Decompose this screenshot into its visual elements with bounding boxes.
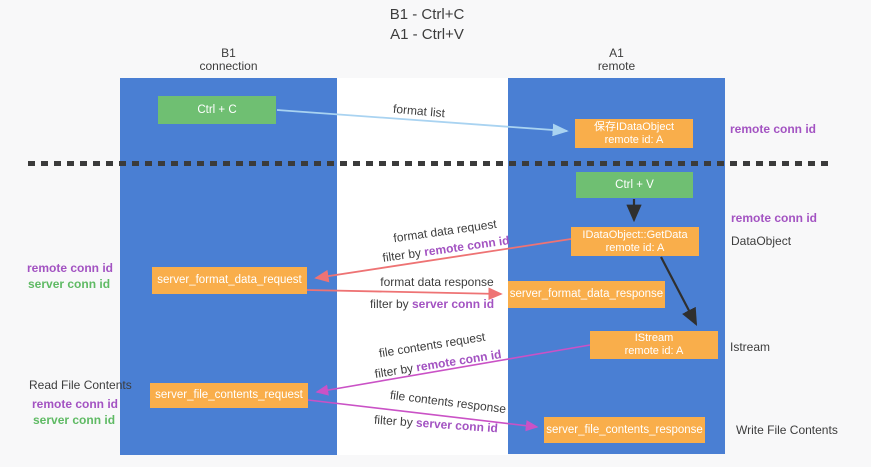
left-remote-conn-id-label: remote conn id bbox=[27, 261, 114, 275]
ctrl-v-label: Ctrl + V bbox=[615, 178, 654, 191]
read-file-contents-label: Read File Contents bbox=[29, 378, 132, 392]
right-remote-conn-id-label-top: remote conn id bbox=[730, 122, 817, 136]
filter-by-server-conn-id-label-1: filter by server conn id bbox=[370, 297, 494, 311]
server-file-contents-request-box: server_file_contents_request bbox=[150, 383, 308, 408]
getdata-line2: remote id: A bbox=[605, 241, 665, 254]
server-format-data-response-box: server_format_data_response bbox=[508, 281, 665, 308]
server-format-data-request-box: server_format_data_request bbox=[152, 267, 307, 294]
server-conn-id-highlight: server conn id bbox=[411, 297, 495, 311]
column-header-b1: B1 connection bbox=[120, 47, 337, 73]
istream-label: Istream bbox=[730, 340, 771, 354]
ctrl-v-box: Ctrl + V bbox=[576, 172, 693, 198]
ctrl-c-label: Ctrl + C bbox=[197, 103, 237, 116]
save-idataobject-box: 保存IDataObject remote id: A bbox=[575, 119, 693, 148]
column-header-a1: A1 remote bbox=[508, 47, 725, 73]
ctrl-c-box: Ctrl + C bbox=[158, 96, 276, 124]
istream-box: IStream remote id: A bbox=[590, 331, 718, 359]
save-idataobject-line2: remote id: A bbox=[604, 133, 664, 146]
column-a1-role: remote bbox=[597, 59, 636, 73]
diagram-title: B1 - Ctrl+C A1 - Ctrl+V bbox=[327, 5, 527, 45]
column-a1-name: A1 bbox=[609, 46, 624, 60]
column-b1-role: connection bbox=[199, 59, 258, 73]
left-remote-conn-id-label-2: remote conn id bbox=[32, 397, 119, 411]
filter-by-text: filter by bbox=[373, 412, 417, 430]
left-server-conn-id-label: server conn id bbox=[28, 277, 111, 291]
dashed-divider bbox=[28, 161, 831, 166]
server-file-contents-response-label: server_file_contents_response bbox=[546, 423, 703, 436]
server-format-data-request-label: server_format_data_request bbox=[157, 274, 302, 286]
server-format-data-response-label: server_format_data_response bbox=[509, 288, 664, 300]
server-file-contents-request-label: server_file_contents_request bbox=[155, 389, 303, 401]
write-file-contents-label: Write File Contents bbox=[736, 423, 838, 437]
istream-line2: remote id: A bbox=[624, 345, 684, 357]
save-idataobject-line1: 保存IDataObject bbox=[593, 120, 675, 133]
server-file-contents-response-box: server_file_contents_response bbox=[544, 417, 705, 443]
filter-by-text: filter by bbox=[369, 297, 412, 311]
format-data-response-label: format data response bbox=[380, 275, 494, 289]
getdata-line1: IDataObject::GetData bbox=[582, 228, 688, 241]
column-b1-name: B1 bbox=[221, 46, 236, 60]
title-line-2: A1 - Ctrl+V bbox=[390, 26, 464, 43]
dataobject-label: DataObject bbox=[731, 234, 792, 248]
idataobject-getdata-box: IDataObject::GetData remote id: A bbox=[571, 227, 699, 256]
left-server-conn-id-label-2: server conn id bbox=[33, 413, 116, 427]
title-line-1: B1 - Ctrl+C bbox=[389, 6, 465, 23]
right-remote-conn-id-label-mid: remote conn id bbox=[731, 211, 818, 225]
istream-line1: IStream bbox=[634, 332, 674, 344]
